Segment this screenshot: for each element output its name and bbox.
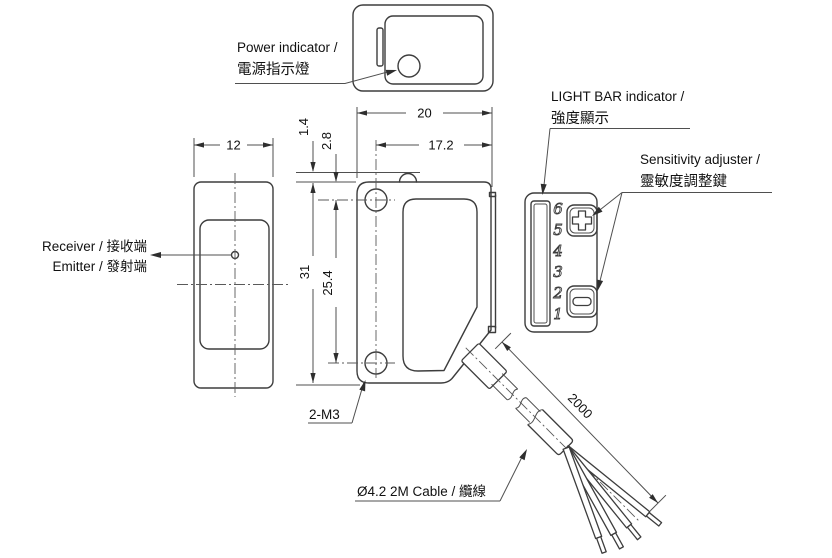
dim-31-label: 31	[297, 265, 312, 279]
left-view: 12	[177, 138, 291, 397]
wire-stripped-tip	[626, 523, 642, 541]
sensitivity-label-zh: 靈敏度調整鍵	[640, 173, 727, 190]
side-view-outline	[524, 192, 598, 333]
lightbar-callout: LIGHT BAR indicator / 強度顯示	[540, 89, 690, 195]
lightbar-digit-5: 5	[553, 221, 563, 239]
lightbar-label-zh: 強度顯示	[551, 110, 609, 127]
2-m3-label: 2-M3	[309, 407, 340, 422]
sensitivity-arrow-minus	[597, 279, 604, 291]
front-view-top-bump	[398, 172, 418, 183]
sensitivity-minus-button	[566, 285, 598, 318]
dim-25-4-label: 25.4	[320, 270, 335, 295]
sensitivity-label-en: Sensitivity adjuster /	[640, 152, 760, 167]
front-view-top-notch	[488, 191, 497, 198]
plus-icon	[571, 210, 593, 231]
dim-2000-line	[501, 341, 659, 504]
cable-arrow	[519, 449, 527, 461]
dim-2-8-label: 2.8	[319, 132, 334, 150]
power-indicator-arrow	[385, 69, 397, 76]
front-view: 20 17.2 1.4 31 2.8 25.4	[296, 106, 497, 386]
cable-assembly: 2000	[461, 332, 667, 554]
wire-fan	[562, 445, 663, 554]
cable-centerline	[465, 347, 639, 521]
power-indicator-callout: Power indicator / 電源指示燈	[235, 40, 397, 84]
power-indicator-label-zh: 電源指示燈	[237, 61, 310, 78]
lightbar-leader-line	[543, 128, 551, 191]
mounting-hole-callout: 2-M3	[308, 380, 366, 424]
side-view: 6 5 4 3 2 1	[524, 192, 598, 333]
minus-icon	[572, 296, 592, 307]
dim-1-4-label: 1.4	[296, 118, 311, 136]
wire-stripped-tip	[611, 532, 625, 550]
wire-stripped-tip	[645, 511, 663, 527]
dim-2000-label: 2000	[565, 390, 596, 421]
front-view-bottom-notch	[487, 325, 497, 334]
lightbar-inner	[533, 203, 548, 324]
top-view-inner-face	[384, 15, 484, 85]
dim-17-2-label: 17.2	[428, 138, 453, 153]
sensitivity-callout: Sensitivity adjuster / 靈敏度調整鍵	[592, 152, 772, 291]
sensitivity-plus-button	[566, 204, 598, 237]
lightbar-digit-3: 3	[553, 263, 563, 281]
receiver-emitter-arrow	[150, 252, 161, 258]
lightbar-digit-2: 2	[552, 284, 563, 302]
power-indicator-label-en: Power indicator /	[237, 40, 338, 55]
top-view-lens-slot	[376, 27, 384, 67]
dim-20-label: 20	[417, 106, 431, 121]
power-indicator-leader-line	[235, 70, 394, 84]
lightbar-digit-1: 1	[553, 305, 563, 323]
dim-12-label: 12	[226, 138, 240, 153]
2-m3-arrow	[359, 380, 366, 392]
wire-stripped-tip	[595, 536, 607, 554]
receiver-label: Receiver / 接收端	[42, 238, 147, 254]
lightbar-outer	[530, 200, 551, 327]
cable-segment-2	[515, 397, 542, 424]
sensitivity-leader-minus	[599, 192, 623, 284]
cable-label: Ø4.2 2M Cable / 纜線	[357, 483, 487, 499]
sensitivity-arrow-plus	[592, 206, 603, 216]
top-view-outline	[352, 4, 494, 92]
left-view-outline	[193, 181, 274, 389]
cable-callout: Ø4.2 2M Cable / 纜線	[355, 449, 527, 502]
power-indicator-led	[397, 54, 421, 78]
cable-leader-line	[499, 452, 525, 502]
front-view-lens-window	[402, 198, 478, 372]
emitter-label: Emitter / 發射端	[52, 259, 147, 274]
lightbar-arrow	[540, 183, 547, 195]
receiver-emitter-callout: Receiver / 接收端 Emitter / 發射端	[42, 238, 231, 274]
lightbar-digit-6: 6	[553, 200, 563, 218]
top-view	[352, 4, 494, 92]
lightbar-digit-4: 4	[552, 242, 563, 260]
cable-segment-1	[491, 373, 519, 401]
lightbar-label-en: LIGHT BAR indicator /	[551, 89, 685, 104]
